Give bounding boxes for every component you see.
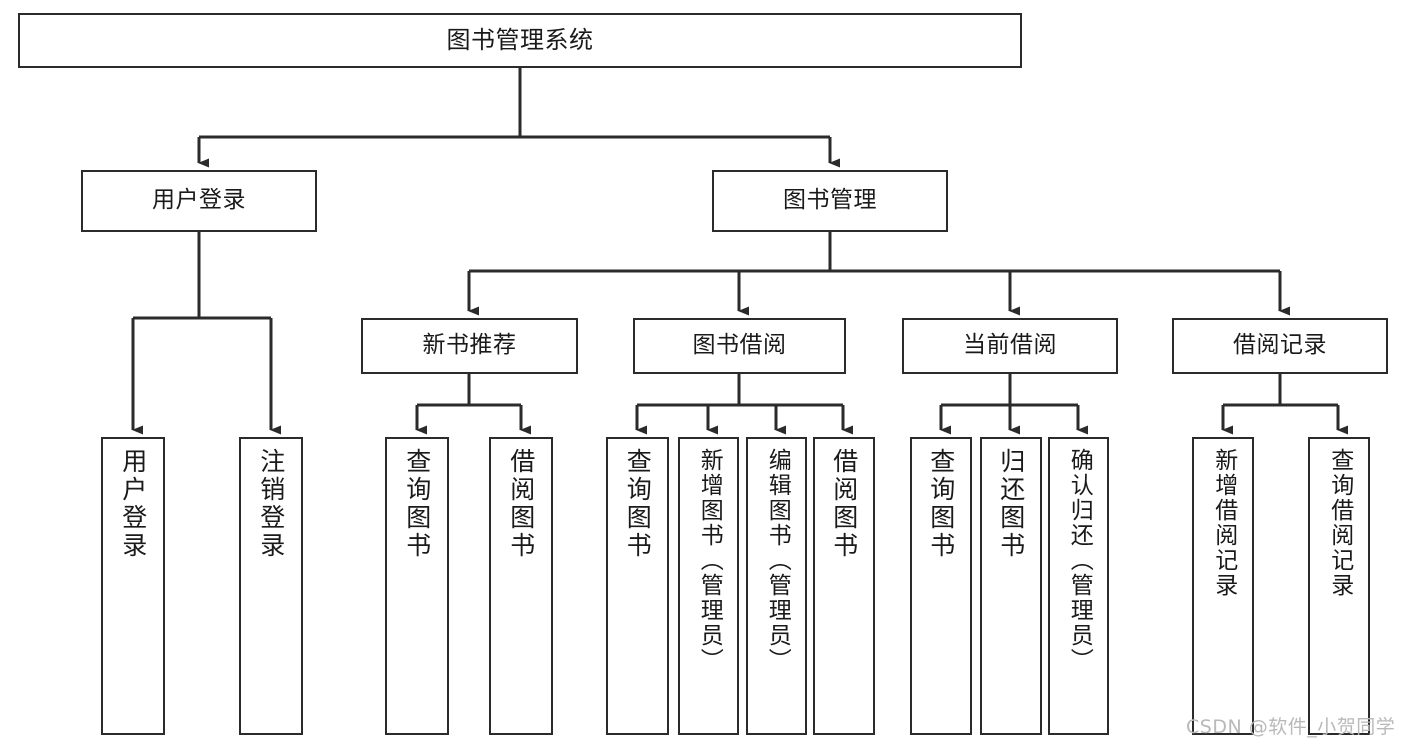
node-label: 归还图书 xyxy=(996,448,1026,560)
node-label: 新增借阅记录 xyxy=(1210,448,1237,598)
leaf-add-borrow-record[interactable]: 新增借阅记录 xyxy=(1192,437,1254,735)
node-label: 查询图书 xyxy=(402,448,432,560)
node-label: 用户登录 xyxy=(118,448,148,560)
leaf-query-book-borrow[interactable]: 查询图书 xyxy=(606,437,669,735)
leaf-borrow-book-newbook[interactable]: 借阅图书 xyxy=(489,437,553,735)
node-current-borrow[interactable]: 当前借阅 xyxy=(902,318,1118,374)
node-label: 图书管理 xyxy=(783,187,877,214)
node-label: 注销登录 xyxy=(256,448,286,560)
node-label: 图书管理系统 xyxy=(446,26,594,55)
leaf-query-borrow-record[interactable]: 查询借阅记录 xyxy=(1308,437,1370,735)
node-label: 新增图书（管理员） xyxy=(696,448,723,673)
node-book-management[interactable]: 图书管理 xyxy=(712,170,948,232)
leaf-edit-book-admin[interactable]: 编辑图书（管理员） xyxy=(746,437,807,735)
leaf-borrow-book[interactable]: 借阅图书 xyxy=(813,437,875,735)
node-label: 编辑图书（管理员） xyxy=(764,448,791,673)
node-borrow-record[interactable]: 借阅记录 xyxy=(1172,318,1388,374)
leaf-logout[interactable]: 注销登录 xyxy=(239,437,303,735)
node-label: 图书借阅 xyxy=(692,332,787,359)
node-book-borrow[interactable]: 图书借阅 xyxy=(633,318,846,374)
leaf-user-login[interactable]: 用户登录 xyxy=(101,437,165,735)
leaf-confirm-return-admin[interactable]: 确认归还（管理员） xyxy=(1048,437,1109,735)
node-label: 查询图书 xyxy=(926,448,956,560)
leaf-return-book[interactable]: 归还图书 xyxy=(980,437,1042,735)
node-label: 确认归还（管理员） xyxy=(1066,448,1093,673)
node-user-login[interactable]: 用户登录 xyxy=(81,170,317,232)
leaf-add-book-admin[interactable]: 新增图书（管理员） xyxy=(678,437,739,735)
node-new-book-recommend[interactable]: 新书推荐 xyxy=(361,318,578,374)
node-label: 借阅图书 xyxy=(506,448,536,560)
node-label: 借阅图书 xyxy=(829,448,859,560)
node-label: 新书推荐 xyxy=(422,332,517,359)
node-label: 当前借阅 xyxy=(963,332,1057,359)
node-label: 用户登录 xyxy=(152,187,246,214)
watermark: CSDN @软件_小贺同学 xyxy=(1186,716,1396,738)
leaf-query-book-current[interactable]: 查询图书 xyxy=(910,437,972,735)
leaf-query-book-newbook[interactable]: 查询图书 xyxy=(385,437,449,735)
node-label: 借阅记录 xyxy=(1233,332,1327,359)
node-root-system[interactable]: 图书管理系统 xyxy=(18,13,1022,68)
node-label: 查询借阅记录 xyxy=(1326,448,1353,598)
node-label: 查询图书 xyxy=(623,448,653,560)
